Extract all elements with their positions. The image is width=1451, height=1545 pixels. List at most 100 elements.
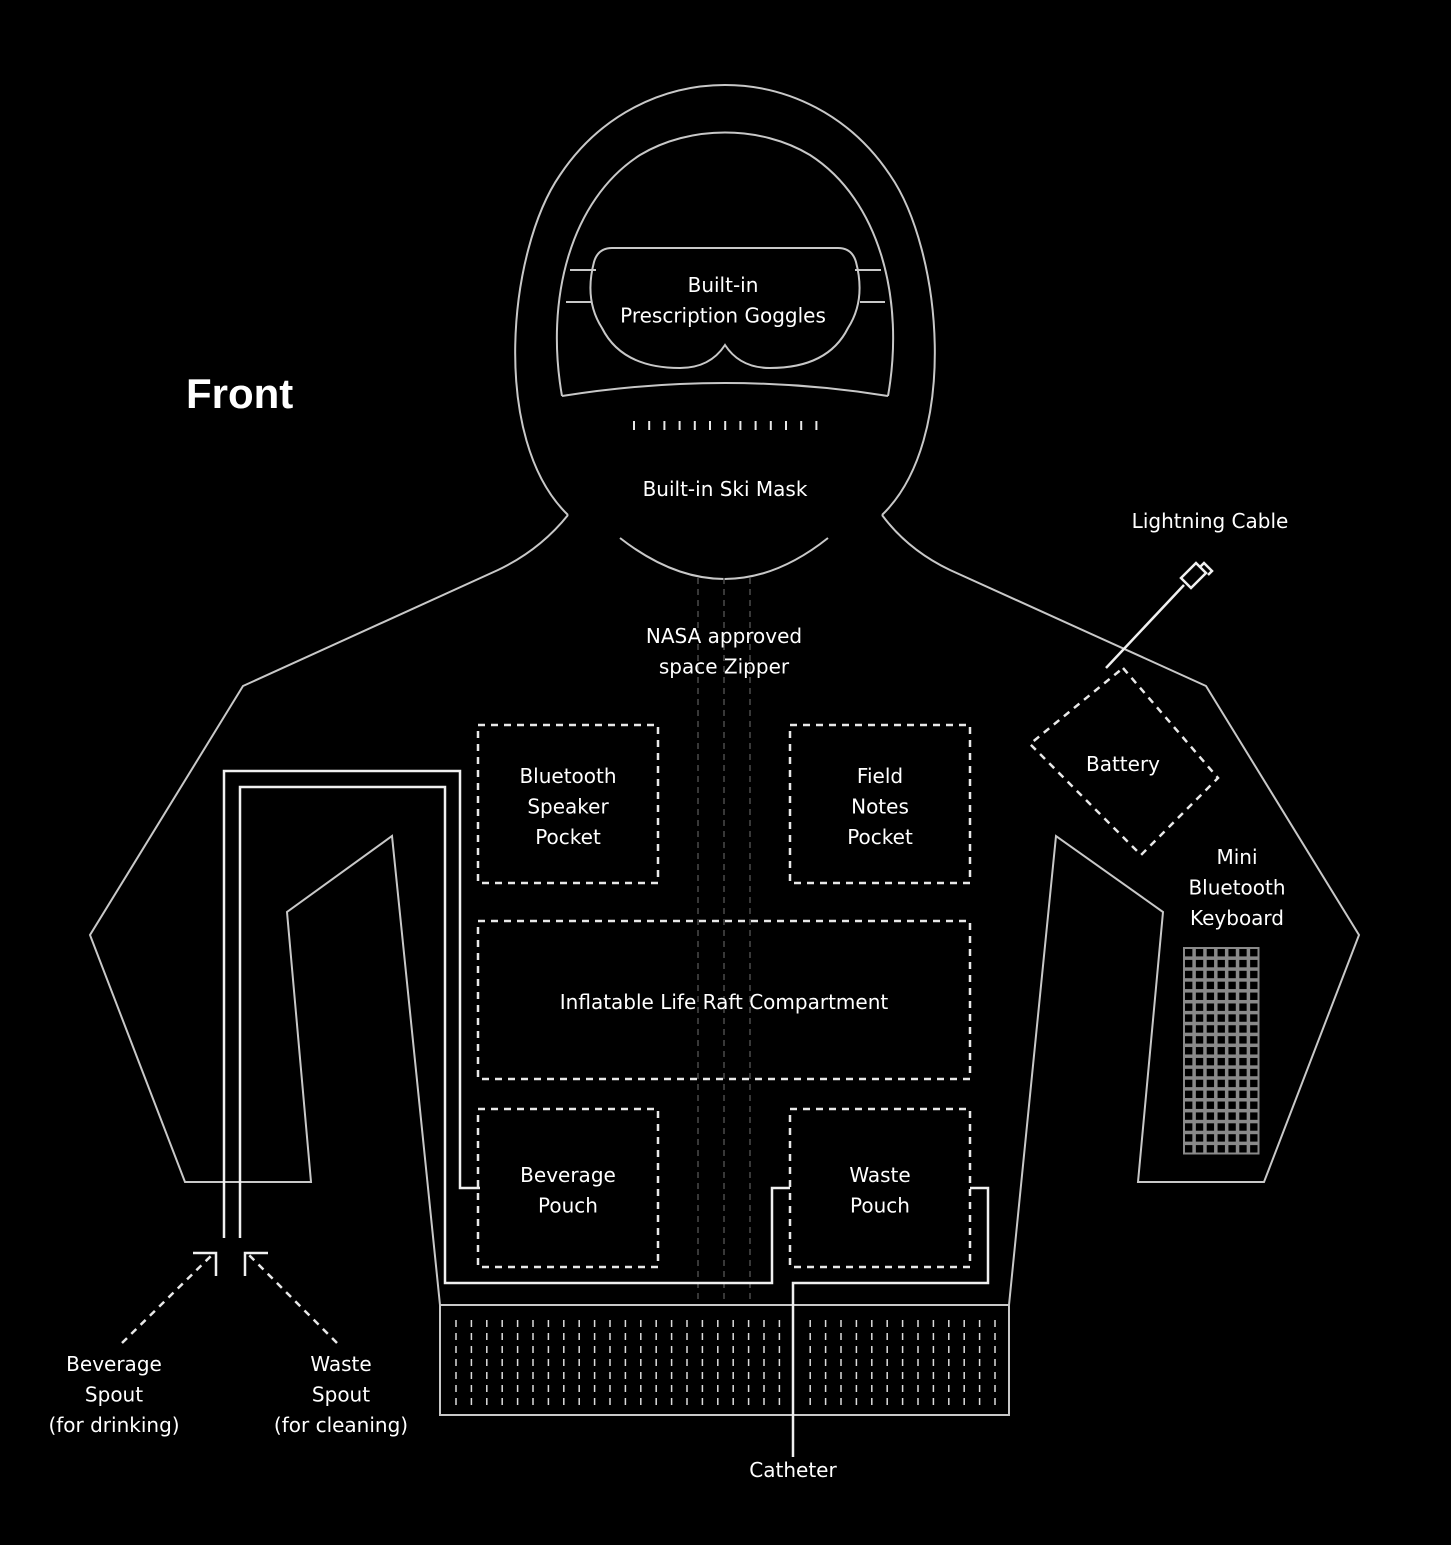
keyboard-line: Keyboard <box>1190 906 1284 930</box>
keyboard-key <box>1215 1045 1227 1057</box>
keyboard-key <box>1183 1121 1195 1133</box>
keyboard-key <box>1193 1121 1206 1133</box>
keyboard-key <box>1183 957 1195 970</box>
keyboard-key <box>1226 1034 1238 1046</box>
keyboard-key <box>1215 1143 1227 1155</box>
field-notes-line: Field <box>857 764 903 788</box>
keyboard-key <box>1226 1099 1238 1111</box>
keyboard-key <box>1226 1121 1238 1133</box>
keyboard-key <box>1237 1110 1249 1122</box>
keyboard-key <box>1183 1045 1195 1057</box>
beverage-pouch-line: Beverage <box>520 1163 616 1187</box>
keyboard-key <box>1204 1077 1217 1090</box>
beverage-spout-arrow <box>121 1253 214 1344</box>
keyboard-key <box>1193 1110 1206 1122</box>
keyboard-key <box>1183 1143 1195 1155</box>
diagram-title: Front <box>186 370 293 417</box>
waste-spout-arrowhead <box>243 1251 268 1276</box>
keyboard-key <box>1237 1034 1249 1046</box>
jacket-body-outline <box>88 514 1361 1416</box>
catheter-line: Catheter <box>749 1458 837 1482</box>
keyboard-key <box>1215 1110 1227 1122</box>
zipper-line: NASA approved <box>646 624 802 648</box>
keyboard-key <box>1248 1143 1260 1155</box>
beverage-pouch-line: Pouch <box>538 1194 598 1218</box>
keyboard-key <box>1226 1110 1238 1122</box>
keyboard-key <box>1226 990 1238 1002</box>
keyboard-key <box>1204 1088 1217 1101</box>
keyboard-key <box>1237 1143 1249 1155</box>
battery-pocket <box>1028 666 1220 857</box>
svg-text:Catheter: Catheter <box>749 1458 837 1482</box>
goggles-icon <box>589 247 861 370</box>
keyboard-key <box>1215 1099 1227 1111</box>
keyboard-key <box>1183 979 1195 992</box>
svg-text:Lightning Cable: Lightning Cable <box>1132 509 1289 533</box>
bt-speaker-line: Bluetooth <box>519 764 616 788</box>
keyboard-key <box>1193 968 1206 981</box>
keyboard-key <box>1226 1132 1238 1144</box>
keyboard-key <box>1237 1132 1249 1144</box>
lightning-connector-icon <box>1179 561 1214 590</box>
keyboard-key <box>1226 1001 1238 1013</box>
keyboard-key <box>1183 1055 1195 1068</box>
keyboard-key <box>1193 1001 1206 1013</box>
label-ski-mask: Built-in Ski Mask <box>643 477 808 501</box>
keyboard-key <box>1204 1132 1217 1144</box>
goggle-strap-left <box>566 269 596 303</box>
keyboard-key <box>1226 957 1238 970</box>
keyboard-key <box>1248 1034 1260 1046</box>
label-battery: Battery <box>1086 752 1160 776</box>
goggles-line: Prescription Goggles <box>620 304 826 328</box>
beverage-spout-line: (for drinking) <box>48 1413 179 1437</box>
keyboard-key <box>1237 1012 1249 1024</box>
keyboard-key <box>1204 968 1217 981</box>
keyboard-key <box>1215 1034 1227 1046</box>
keyboard-key <box>1183 1012 1195 1024</box>
keyboard-key <box>1248 968 1260 981</box>
ski-mask-breathing-holes <box>633 421 818 430</box>
keyboard-key <box>1248 1023 1260 1035</box>
keyboard-key <box>1248 1110 1260 1122</box>
keyboard-key <box>1226 968 1238 981</box>
keyboard-key <box>1204 1045 1217 1057</box>
keyboard-key <box>1183 990 1195 1002</box>
keyboard-key <box>1183 1077 1195 1090</box>
keyboard-key <box>1204 1099 1217 1111</box>
label-lightning-cable: Lightning Cable <box>1132 509 1289 533</box>
keyboard-key <box>1237 1121 1249 1133</box>
keyboard-key <box>1193 1132 1206 1144</box>
keyboard-key <box>1204 947 1217 959</box>
keyboard-key <box>1193 979 1206 992</box>
keyboard-line: Bluetooth <box>1188 876 1285 900</box>
svg-text:Battery: Battery <box>1086 752 1160 776</box>
keyboard-key <box>1204 979 1217 992</box>
keyboard-key <box>1226 1023 1238 1035</box>
keyboard-key <box>1226 1077 1238 1090</box>
beverage-spout-line: Beverage <box>66 1352 162 1376</box>
keyboard-key <box>1215 1132 1227 1144</box>
waistband-ribbing <box>455 1320 996 1408</box>
keyboard-key <box>1248 1099 1260 1111</box>
keyboard-key <box>1215 1077 1227 1090</box>
waste-spout-arrow <box>247 1253 338 1344</box>
keyboard-key <box>1248 1055 1260 1068</box>
waste-pouch <box>788 1107 972 1269</box>
mini-keyboard-icon <box>1183 947 1260 1155</box>
keyboard-key <box>1183 1088 1195 1101</box>
goggle-strap-right <box>855 269 885 303</box>
waste-pouch-line: Waste <box>849 1163 910 1187</box>
keyboard-key <box>1215 1088 1227 1101</box>
keyboard-key <box>1204 1110 1217 1122</box>
zipper-line: space Zipper <box>659 655 790 679</box>
keyboard-key <box>1183 1066 1195 1079</box>
keyboard-key <box>1237 1077 1249 1090</box>
waste-spout-line: (for cleaning) <box>274 1413 408 1437</box>
